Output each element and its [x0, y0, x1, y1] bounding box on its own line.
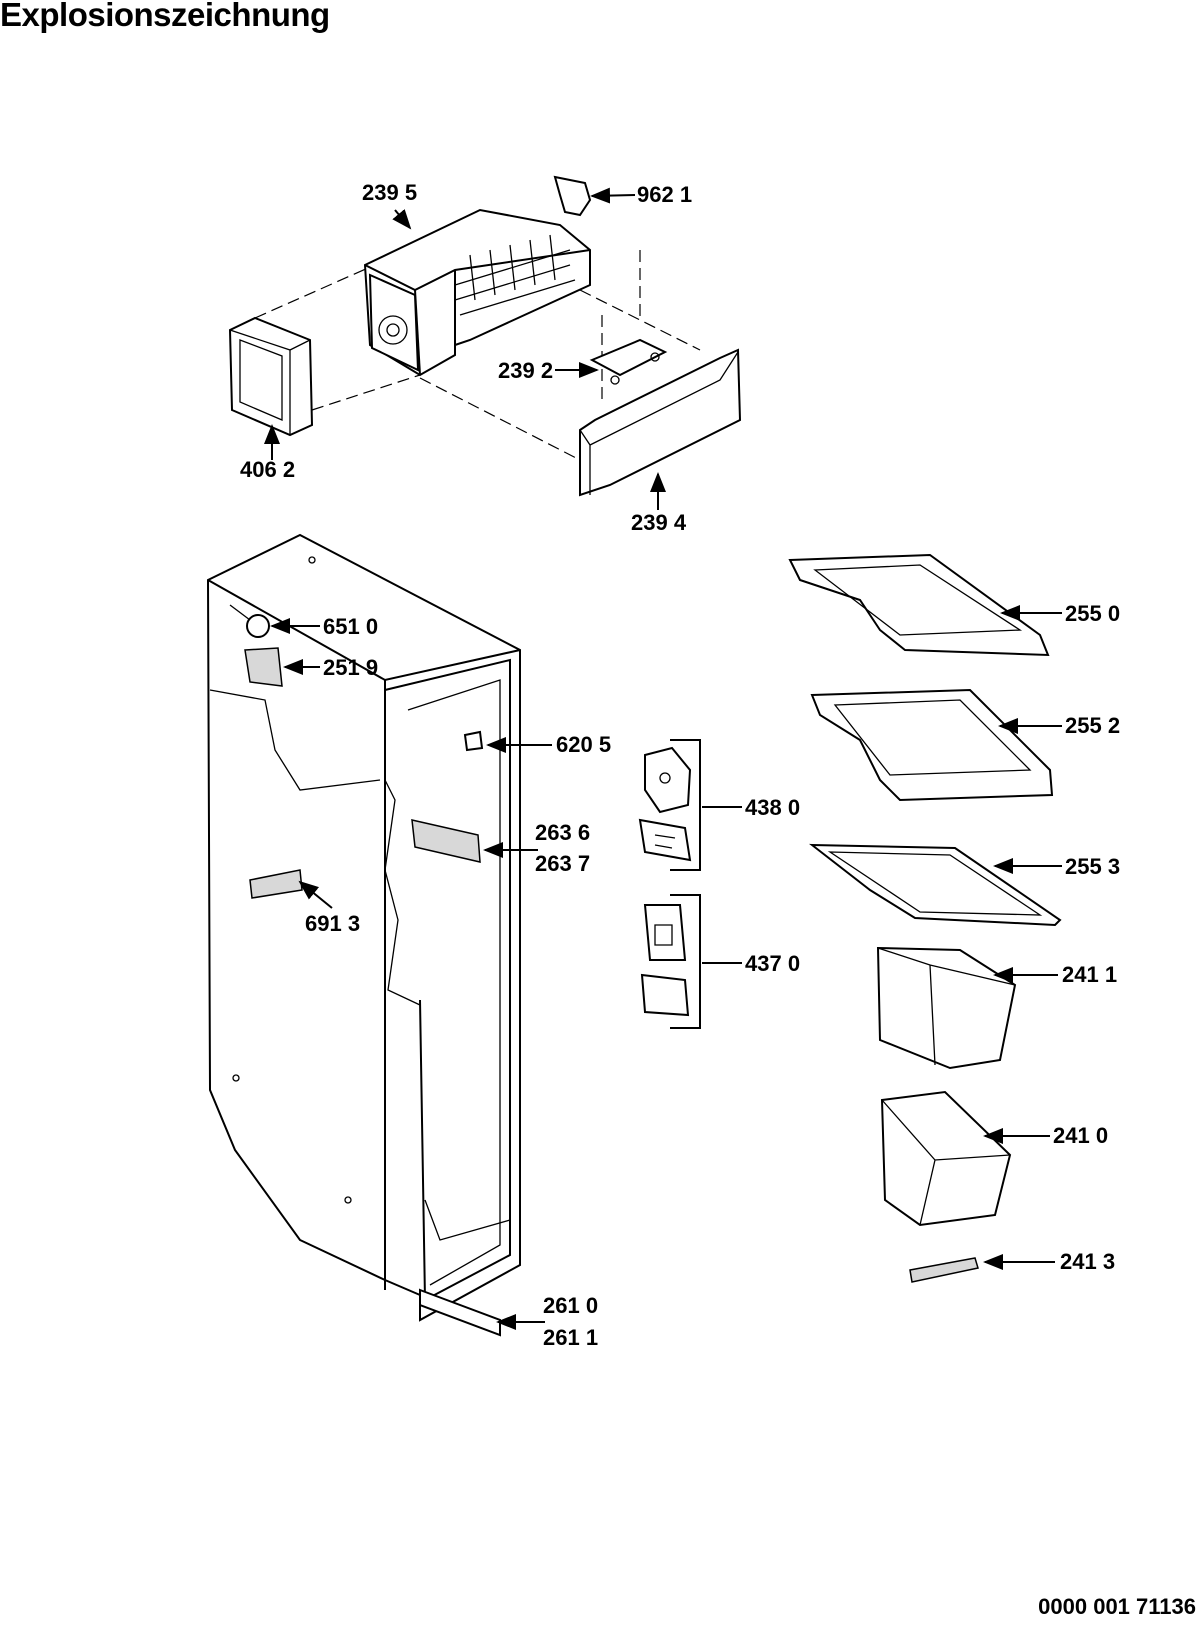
part-labels: 239 5 962 1 239 2 406 2 239 4 255 0 255 … — [240, 180, 1120, 1350]
label-263-7: 263 7 — [535, 851, 590, 876]
label-241-3: 241 3 — [1060, 1249, 1115, 1274]
label-239-5: 239 5 — [362, 180, 417, 205]
boards-drawing — [638, 739, 701, 1029]
label-438-0: 438 0 — [745, 795, 800, 820]
label-239-2: 239 2 — [498, 358, 553, 383]
label-962-1: 962 1 — [637, 182, 692, 207]
label-241-0: 241 0 — [1053, 1123, 1108, 1148]
label-691-3: 691 3 — [305, 911, 360, 936]
shelves-drawing — [788, 553, 1062, 927]
label-239-4: 239 4 — [631, 510, 687, 535]
label-263-6: 263 6 — [535, 820, 590, 845]
label-620-5: 620 5 — [556, 732, 611, 757]
label-241-1: 241 1 — [1062, 962, 1117, 987]
label-251-9: 251 9 — [323, 655, 378, 680]
label-437-0: 437 0 — [745, 951, 800, 976]
label-406-2: 406 2 — [240, 457, 295, 482]
label-261-1: 261 1 — [543, 1325, 598, 1350]
ice-maker-drawing — [228, 175, 742, 497]
label-255-3: 255 3 — [1065, 854, 1120, 879]
label-651-0: 651 0 — [323, 614, 378, 639]
cabinet-drawing — [206, 533, 521, 1337]
label-255-0: 255 0 — [1065, 601, 1120, 626]
document-number: 0000 001 71136 — [1038, 1594, 1196, 1619]
page-title: Explosionszeichnung — [0, 0, 330, 33]
leader-lines — [264, 187, 1062, 1330]
label-255-2: 255 2 — [1065, 713, 1120, 738]
drawers-drawing — [876, 946, 1017, 1283]
label-261-0: 261 0 — [543, 1293, 598, 1318]
